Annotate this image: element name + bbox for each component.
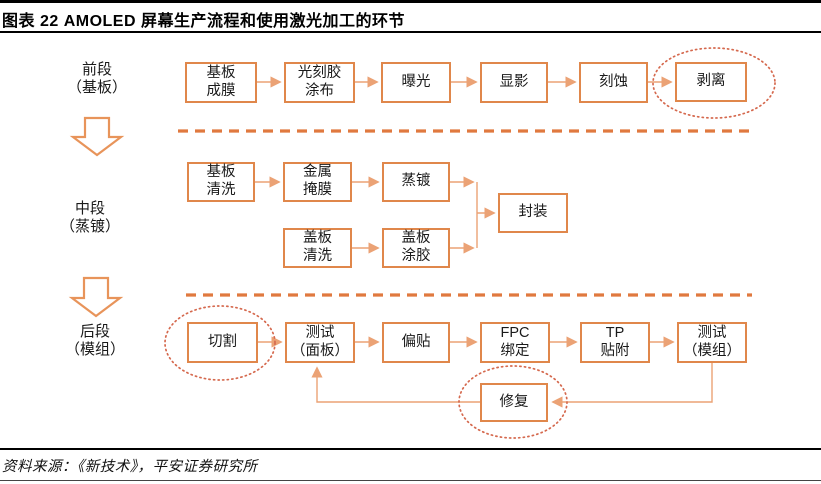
source-note: 资料来源：《新技术》，平安证券研究所 [2,459,258,475]
step-box-tp-attach: TP 贴附 [580,322,650,363]
step-box-evaporation: 蒸镀 [382,162,450,202]
stage-label-back: 后段 （模组） [64,323,125,359]
step-box-etch: 刻蚀 [579,62,648,103]
top-rule [0,0,821,3]
step-box-polarizer-attach: 偏贴 [382,322,450,363]
stage-label-front: 前段 （基板） [66,61,127,97]
laser-step-ellipses [164,47,776,439]
step-box-repair: 修复 [480,383,548,422]
down-arrow-icon [69,116,125,157]
step-box-cut: 切割 [187,322,258,363]
footer-rule [0,448,821,450]
down-arrow-icon [68,276,124,318]
bottom-rule [0,480,821,481]
step-box-cover-clean: 盖板 清洗 [283,228,352,268]
stage-label-middle: 中段 （蒸镀） [59,200,120,236]
step-box-test-module: 测试 （模组） [677,322,747,363]
page-title: 图表 22 AMOLED 屏幕生产流程和使用激光加工的环节 [2,13,405,30]
step-box-fpc-bonding: FPC 绑定 [480,322,550,363]
step-box-encapsulation: 封装 [498,193,568,233]
step-box-substrate-clean: 基板 清洗 [187,162,255,202]
step-box-peel: 剥离 [675,62,747,102]
step-box-develop: 显影 [480,62,548,103]
step-box-photoresist-coat: 光刻胶 涂布 [284,62,355,103]
step-box-exposure: 曝光 [381,62,451,103]
step-box-cover-glue: 盖板 涂胶 [382,228,450,268]
step-box-test-panel: 测试 （面板） [285,322,355,363]
title-rule [0,31,821,33]
stage-separator-dashed [178,129,753,297]
step-box-metal-mask: 金属 掩膜 [283,162,352,202]
step-box-substrate-film: 基板 成膜 [185,62,257,103]
